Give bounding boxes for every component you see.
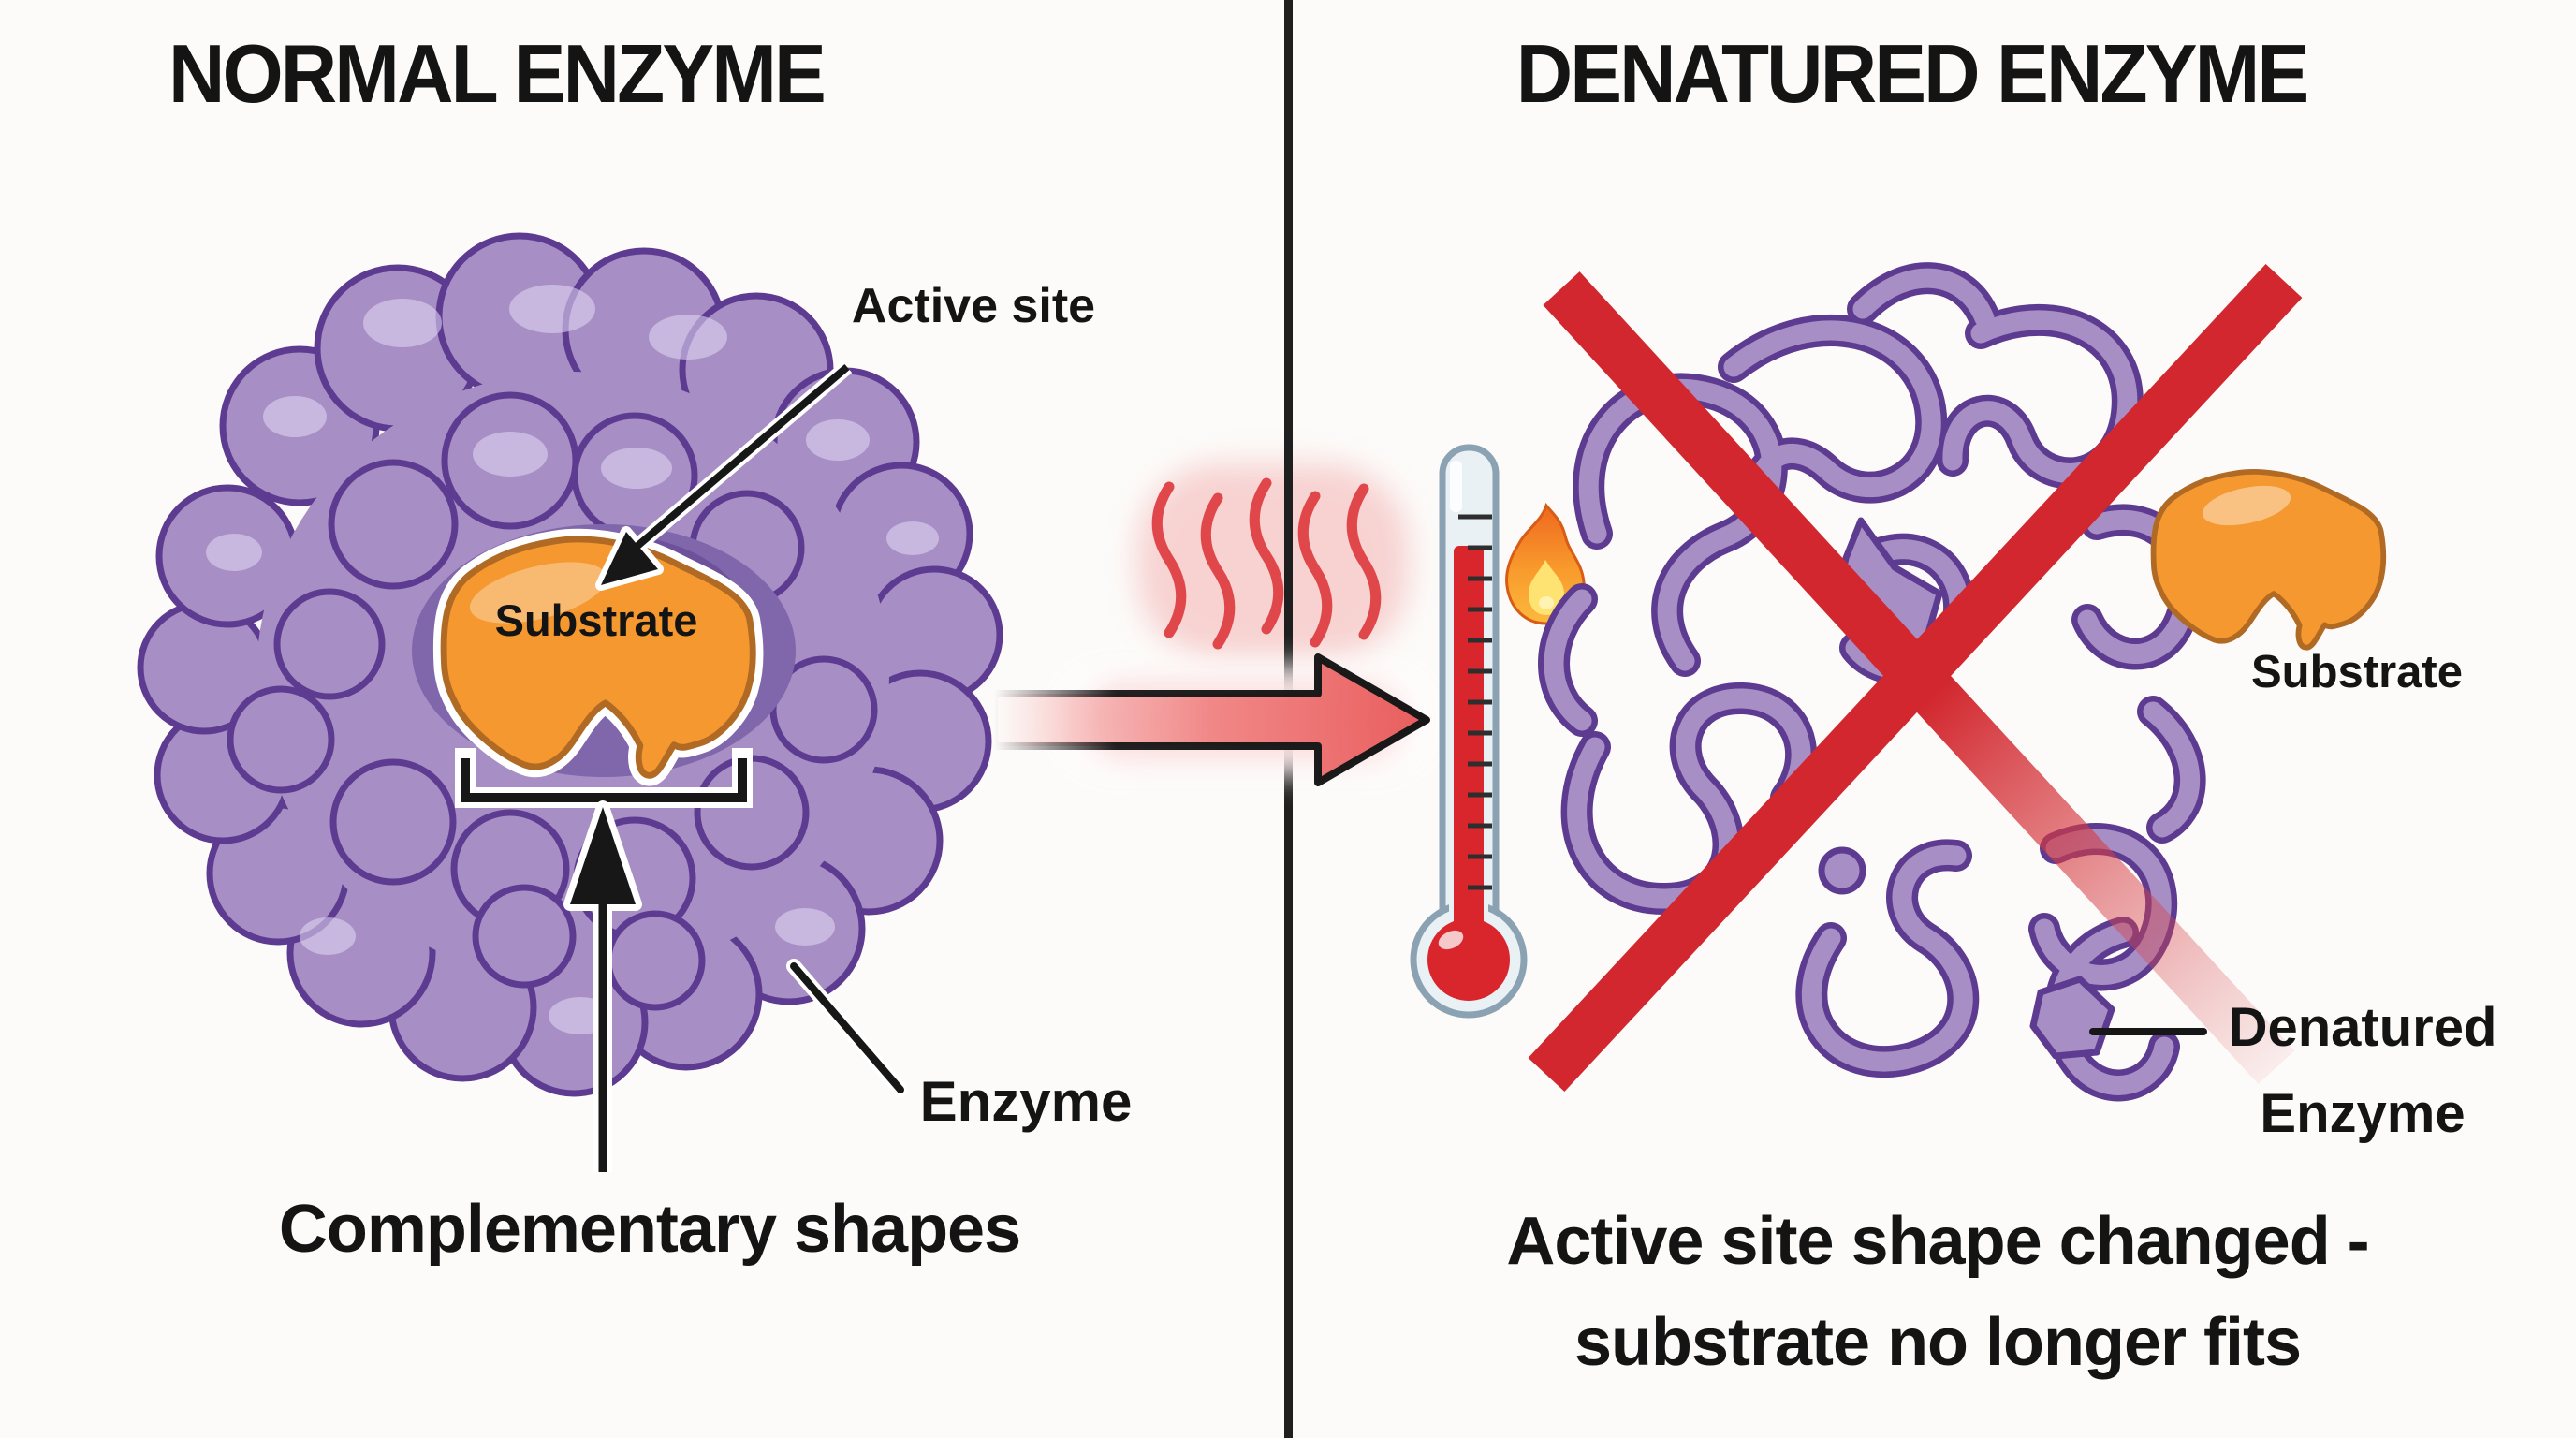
substrate-right-shape: [2154, 472, 2384, 648]
complementary-bracket: [455, 748, 753, 808]
heat-arrow-icon: [990, 653, 1430, 786]
denatured-caption-line1: Active site shape changed -: [1506, 1204, 2369, 1279]
enzyme-label: Enzyme: [919, 1070, 1133, 1133]
denatured-enzyme-label: Denatured Enzyme: [2229, 985, 2497, 1156]
complementary-arrow: [564, 800, 642, 1172]
left-panel-title: NORMAL ENZYME: [168, 27, 827, 120]
denatured-enzyme-label-line2: Enzyme: [2260, 1082, 2466, 1144]
substrate-label-right: Substrate: [2250, 647, 2464, 697]
substrate-left-shape: [444, 539, 753, 775]
heat-waves-icon: [1151, 477, 1382, 650]
red-cross-icon: [1528, 263, 2303, 1093]
active-site-label: Active site: [851, 279, 1096, 333]
denatured-caption-line2: substrate no longer fits: [1573, 1305, 2302, 1380]
thermometer-icon: [1410, 444, 1528, 1019]
right-panel-title: DENATURED ENZYME: [1515, 27, 2309, 120]
complementary-shapes-caption: Complementary shapes: [278, 1192, 1021, 1267]
substrate-label-left: Substrate: [494, 595, 698, 645]
active-site-arrow: [595, 360, 853, 591]
enzyme-pointer-line: [786, 959, 908, 1097]
denatured-enzyme-label-line1: Denatured: [2228, 997, 2497, 1058]
fire-icon: [1505, 502, 1586, 625]
denatured-caption: Active site shape changed - substrate no…: [1506, 1191, 2369, 1393]
